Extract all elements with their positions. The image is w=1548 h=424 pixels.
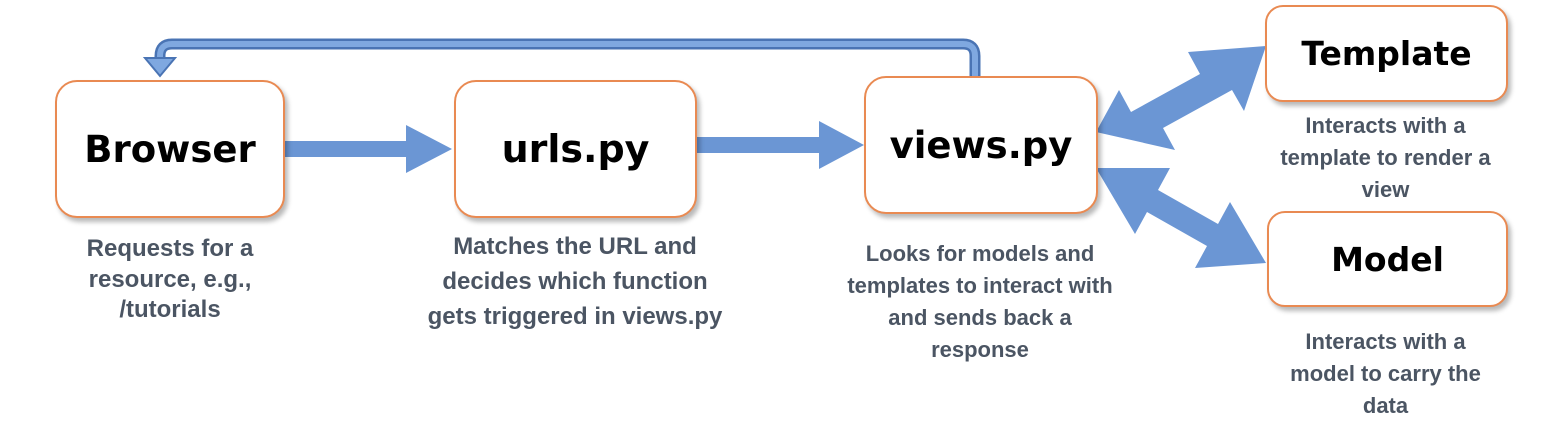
template-caption: Interacts with a template to render a vi…: [1248, 110, 1523, 206]
edge-views-template: [1096, 46, 1266, 150]
views-caption-line: and sends back a: [888, 304, 1072, 330]
edge-views-to-browser: [154, 38, 981, 78]
views-caption-line: Looks for models and: [865, 241, 1095, 266]
model-node: Model: [1267, 211, 1508, 307]
edge-browser-to-urls: [284, 125, 452, 173]
views-label: views.py: [889, 123, 1073, 167]
browser-caption: Requests for a resource, e.g., /tutorial…: [40, 234, 300, 326]
urls-node: urls.py: [454, 80, 697, 218]
browser-label: Browser: [84, 127, 256, 171]
edge-views-to-browser-fill: [157, 41, 978, 78]
model-label: Model: [1331, 239, 1444, 279]
views-node: views.py: [864, 76, 1098, 214]
edge-views-to-browser-head: [142, 57, 178, 78]
model-caption-line: model to carry the: [1290, 360, 1481, 386]
views-caption-line: templates to interact with: [847, 272, 1113, 298]
views-caption: Looks for models and templates to intera…: [810, 238, 1150, 366]
views-caption-line: response: [931, 336, 1029, 362]
model-caption-line: data: [1362, 392, 1409, 418]
browser-caption-line: resource, e.g.,: [88, 265, 252, 293]
template-node: Template: [1265, 5, 1508, 102]
template-caption-line: Interacts with a: [1305, 113, 1466, 138]
urls-caption: Matches the URL and decides which functi…: [395, 230, 755, 334]
urls-caption-line: Matches the URL and: [453, 233, 697, 260]
urls-caption-line: decides which function: [442, 267, 708, 295]
browser-node: Browser: [55, 80, 285, 218]
browser-caption-line: Requests for a: [86, 235, 254, 262]
edge-views-model: [1096, 168, 1266, 268]
urls-caption-line: gets triggered in views.py: [427, 302, 723, 330]
urls-label: urls.py: [501, 127, 650, 171]
browser-caption-line: /tutorials: [119, 296, 221, 324]
template-label: Template: [1301, 34, 1472, 73]
template-caption-line: template to render a: [1280, 144, 1491, 170]
template-caption-line: view: [1361, 176, 1410, 202]
edge-urls-to-views: [695, 121, 864, 169]
model-caption-line: Interacts with a: [1305, 329, 1466, 354]
model-caption: Interacts with a model to carry the data: [1248, 326, 1523, 422]
